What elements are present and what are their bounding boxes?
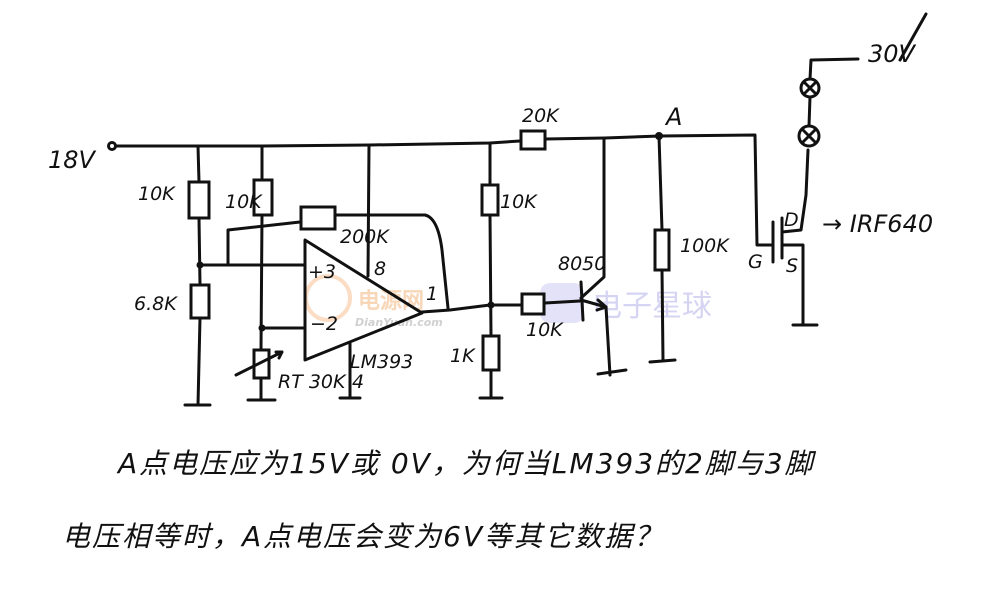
label-irf640: → IRF640: [822, 210, 933, 238]
gnd-wire: [338, 341, 362, 400]
pullup-wire: [478, 141, 504, 400]
divider-wire: [183, 144, 212, 407]
label-pin4: 4: [352, 371, 364, 393]
input-wires: [198, 263, 307, 330]
resistor-200k: [299, 205, 337, 231]
tick-mark: [898, 12, 928, 62]
resistor-1k: [481, 334, 501, 372]
lm393-comparator: [303, 238, 424, 362]
label-pin8: 8: [374, 258, 386, 280]
svg-text:电子星球: 电子星球: [592, 289, 712, 324]
lamp-icon: [797, 124, 821, 148]
label-source: S: [786, 255, 798, 277]
label-18v: 18V: [48, 146, 97, 174]
label-gate: G: [748, 251, 763, 273]
resistor-10k-top: [187, 180, 211, 220]
output-wire: [420, 303, 492, 314]
node-a-rail: [543, 133, 774, 247]
resistor-20k: [519, 129, 547, 151]
label-20k: 20K: [522, 105, 560, 127]
resistor-10k-pullup: [480, 183, 500, 217]
label-drain: D: [784, 209, 799, 231]
thermistor-arrow-icon: [234, 350, 284, 377]
transistor-8050: [579, 137, 628, 377]
label-r-pulldown: 1K: [450, 345, 476, 367]
label-8050: 8050: [558, 253, 606, 275]
thermistor-rt: [252, 348, 271, 380]
resistor-10k-base: [520, 292, 546, 316]
question-line-1: A点电压应为15V或 0V，为何当LM393的2脚与3脚: [118, 447, 815, 480]
supply-terminal: [107, 141, 117, 151]
feedback-wire: [226, 213, 450, 310]
resistor-10k-2: [252, 178, 274, 217]
label-pin3: +3: [308, 261, 336, 283]
label-r3: 10K: [225, 191, 263, 213]
label-r1: 10K: [138, 183, 176, 205]
thermistor-divider-wire: [246, 144, 277, 402]
label-pin1: 1: [426, 283, 438, 305]
label-200k: 200K: [340, 226, 390, 248]
base-wire: [489, 299, 582, 307]
lamp-icon: [799, 77, 821, 99]
watermark-dianziqiu: 电子星球: [540, 283, 712, 324]
vcc-wire: [366, 143, 371, 278]
load-wire: [807, 57, 860, 128]
label-30v: 30V: [868, 40, 917, 68]
question-line-2: 电压相等时，A点电压会变为6V等其它数据？: [62, 520, 665, 553]
top-rail: [114, 139, 522, 148]
label-r-pullup: 10K: [500, 191, 538, 213]
resistor-100k: [653, 228, 671, 272]
label-lm393: LM393: [350, 351, 413, 373]
label-thermistor: RT 30K: [278, 371, 347, 393]
label-pin2: −2: [310, 313, 338, 335]
gate-resistor-wire: [648, 134, 677, 364]
label-r-base: 10K: [526, 319, 564, 341]
label-node-a: A: [664, 103, 682, 131]
resistor-6k8: [189, 283, 211, 320]
label-100k: 100K: [680, 235, 730, 257]
mosfet-irf640: [771, 148, 819, 327]
label-r2: 6.8K: [134, 293, 178, 315]
